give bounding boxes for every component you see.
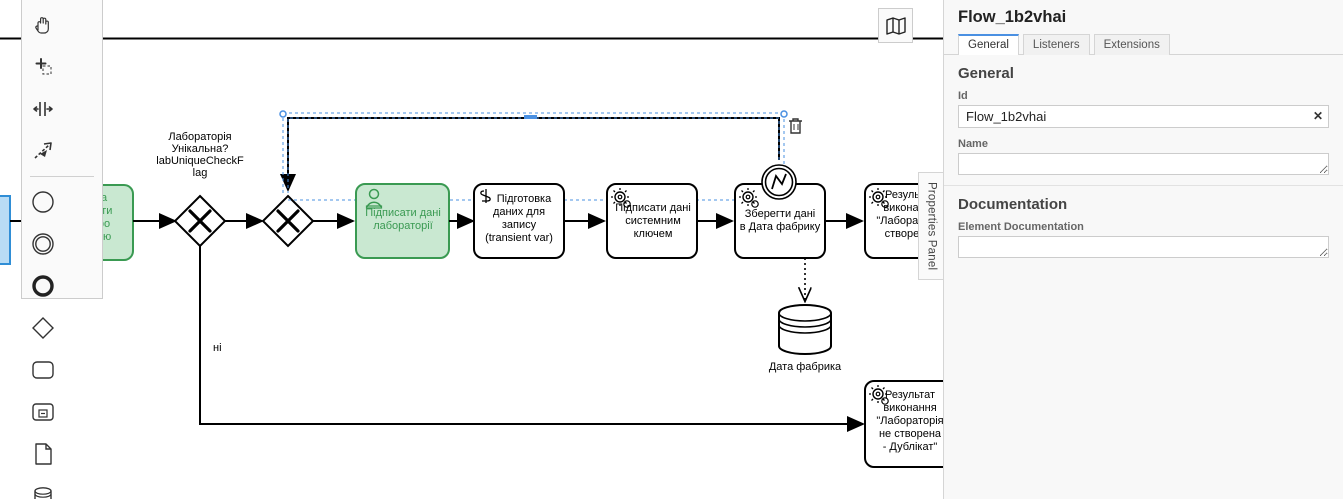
gear-icon [869,188,889,208]
svg-text:Дата фабрика: Дата фабрика [769,361,842,373]
properties-panel-tabs[interactable]: General Listeners Extensions [944,33,1343,55]
svg-text:ні: ні [213,342,222,354]
palette-divider [30,176,94,177]
palette-space-tool[interactable] [22,88,63,130]
user-icon [365,188,383,209]
space-arrows-icon [32,102,53,116]
documentation-section-heading: Documentation [958,196,1068,213]
task-sign-lab-data: Підписати дані лабораторії [355,183,450,259]
rounded-rect-icon [31,361,54,379]
properties-panel: Flow_1b2vhai General Listeners Extension… [943,0,1343,499]
svg-text:Підписати дані: Підписати дані [615,202,691,214]
properties-panel-toggle-tab[interactable]: Properties Panel [918,172,943,280]
id-field-wrapper: ✕ [958,105,1329,128]
gateway-merge [261,194,315,248]
diamond-icon [31,317,54,339]
palette-create-end-event[interactable] [22,265,63,307]
palette-create-gateway[interactable] [22,307,63,349]
palette-create-start-event[interactable] [22,181,63,223]
data-store-data-factory: Дата фабрика [769,304,842,373]
gateway-lab-unique [173,194,227,248]
svg-text:виконання: виконання [883,402,936,414]
properties-panel-title: Flow_1b2vhai [944,0,1343,33]
svg-text:а: а [101,192,108,204]
palette-create-subprocess[interactable] [22,391,63,433]
connect-arrow-icon [33,142,52,159]
svg-text:Підписати дані: Підписати дані [365,207,441,219]
palette-hand-tool[interactable] [22,4,63,46]
bpmn-palette[interactable] [21,0,103,499]
svg-text:запису: запису [502,219,537,231]
svg-text:Підготовка: Підготовка [497,193,552,205]
palette-create-intermediate-event[interactable] [22,223,63,265]
element-documentation-wrapper [958,236,1329,258]
data-object-icon [34,443,52,465]
palette-lasso-tool[interactable] [22,46,63,88]
subprocess-icon [31,403,54,421]
thick-circle-icon [31,275,54,297]
task-prepare-data: Підготовка даних для запису (transient v… [473,183,565,259]
map-icon [885,16,906,35]
task-partial-far-left [0,195,11,265]
palette-create-data-object[interactable] [22,433,63,475]
sequence-flow-no: ні [199,246,865,432]
gear-icon [739,188,759,208]
hand-icon [34,17,49,34]
delete-button [789,118,802,134]
minimap-toggle-button[interactable] [878,8,913,43]
palette-create-task[interactable] [22,349,63,391]
gateway-lab-unique-label: Лабораторія Унікальна? labUniqueCheckF l… [156,131,244,179]
circle-icon [31,191,54,213]
general-section: General Id ✕ Name [944,55,1343,175]
svg-text:Зберегти дані: Зберегти дані [745,208,815,220]
id-field-label: Id [958,90,968,102]
documentation-section: Documentation Element Documentation [944,186,1343,258]
name-field-wrapper [958,153,1329,175]
svg-text:lag: lag [193,167,208,179]
tab-general[interactable]: General [958,34,1019,55]
svg-text:системним: системним [625,215,681,227]
section-divider [944,185,1343,186]
task-save-to-data-factory: Зберегти дані в Дата фабрику [734,183,826,259]
gear-icon [611,188,631,208]
palette-connect-tool[interactable] [22,130,63,172]
svg-text:не створена: не створена [879,428,942,440]
element-documentation-textarea[interactable] [958,236,1329,258]
svg-text:лабораторії: лабораторії [373,220,433,232]
name-textarea[interactable] [958,153,1329,175]
gear-icon [869,385,889,405]
svg-text:Лабораторія: Лабораторія [168,131,231,143]
general-section-heading: General [958,65,1014,82]
svg-text:даних для: даних для [493,206,545,218]
svg-text:Унікальна?: Унікальна? [172,143,229,155]
svg-text:Результат: Результат [885,389,935,401]
element-documentation-label: Element Documentation [958,221,1084,233]
clear-id-icon[interactable]: ✕ [1312,109,1323,123]
bpmn-canvas[interactable]: а сти ро йю Лабораторія Унікальна? labUn… [0,0,943,499]
task-result-lab-duplicate: Результат виконання "Лабораторія не ство… [864,380,943,468]
lasso-select-icon [35,58,52,75]
svg-text:(transient var): (transient var) [485,232,553,244]
palette-create-data-store[interactable] [22,475,63,499]
svg-text:- Дублікат": - Дублікат" [883,441,938,453]
data-store-icon [33,487,52,499]
svg-text:ключем: ключем [634,228,673,240]
tab-listeners[interactable]: Listeners [1022,34,1090,55]
svg-text:в Дата фабрику: в Дата фабрику [740,221,821,233]
svg-text:"Лабораторія: "Лабораторія [876,415,943,427]
properties-panel-tab-label: Properties Panel [925,181,938,271]
double-circle-icon [31,233,54,255]
error-boundary-event [761,164,797,200]
svg-text:labUniqueCheckF: labUniqueCheckF [156,155,244,167]
tab-extensions[interactable]: Extensions [1093,34,1170,55]
name-field-label: Name [958,138,988,150]
script-icon [480,189,491,203]
task-sign-system-key: Підписати дані системним ключем [606,183,698,259]
id-input[interactable] [958,105,1329,128]
